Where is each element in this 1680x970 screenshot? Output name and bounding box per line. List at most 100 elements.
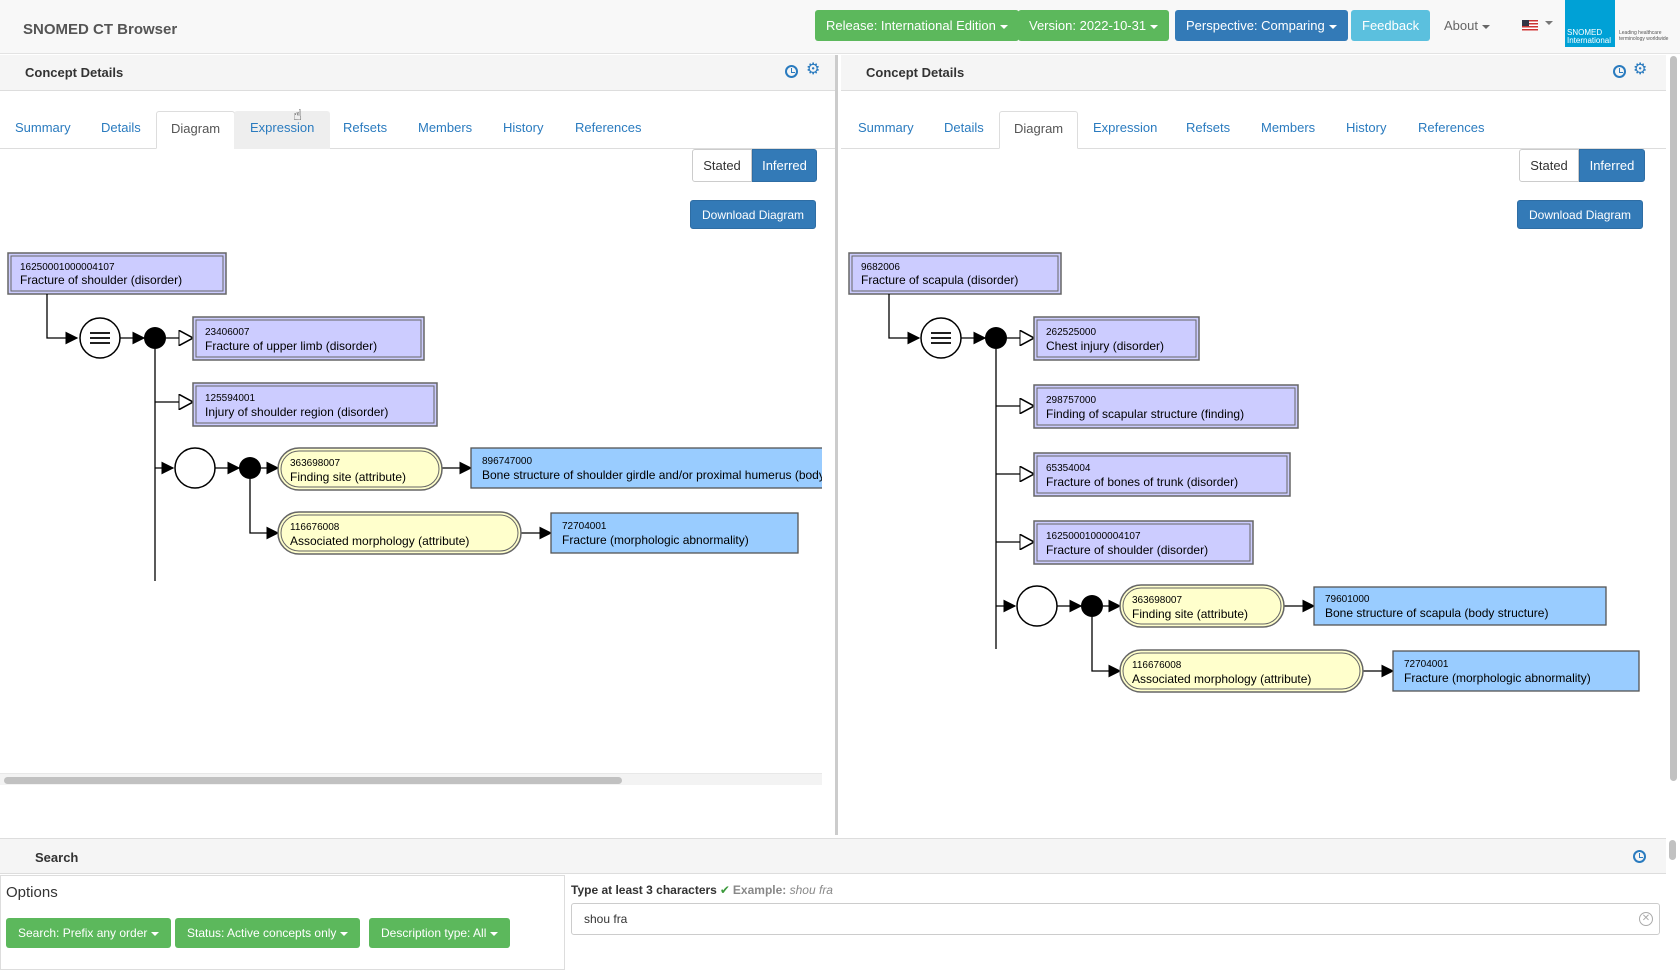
- tab-details[interactable]: Details: [101, 120, 141, 135]
- search-panel-header: Search: [0, 838, 1666, 874]
- status-filter-label: Status: Active concepts only: [187, 926, 337, 940]
- attribute-box[interactable]: 116676008 Associated morphology (attribu…: [1119, 649, 1364, 693]
- chevron-down-icon: [1150, 24, 1159, 29]
- version-label: Version: 2022-10-31: [1029, 18, 1147, 33]
- svg-text:Fracture of shoulder (disorder: Fracture of shoulder (disorder): [1046, 543, 1208, 557]
- svg-text:Chest injury (disorder): Chest injury (disorder): [1046, 339, 1164, 353]
- concept-id: 16250001000004107: [20, 262, 115, 273]
- about-menu[interactable]: About: [1444, 18, 1490, 33]
- attribute-box[interactable]: 116676008 Associated morphology (attribu…: [277, 511, 522, 555]
- top-navbar: SNOMED CT Browser Release: International…: [0, 0, 1680, 54]
- inferred-toggle[interactable]: Inferred: [752, 149, 817, 182]
- svg-text:79601000: 79601000: [1325, 594, 1370, 605]
- tab-history[interactable]: History: [1346, 120, 1387, 135]
- hint-text: Type at least 3 characters: [571, 883, 717, 897]
- vertical-scrollbar[interactable]: [1669, 840, 1676, 860]
- options-title: Options: [6, 884, 58, 901]
- concept-details-panel-left: Concept Details ⚙ Summary Details Diagra…: [0, 55, 838, 835]
- checkmark-icon: ✔: [719, 883, 730, 897]
- attribute-box[interactable]: 363698007 Finding site (attribute): [277, 447, 443, 491]
- chevron-down-icon: [1481, 24, 1490, 29]
- search-mode-dropdown[interactable]: Search: Prefix any order: [6, 918, 172, 948]
- value-concept-box[interactable]: 79601000 Bone structure of scapula (body…: [1313, 586, 1607, 626]
- value-concept-box[interactable]: 896747000 Bone structure of shoulder gir…: [470, 447, 822, 489]
- parent-concept-box[interactable]: 16250001000004107 Fracture of shoulder (…: [1033, 520, 1254, 565]
- release-dropdown[interactable]: Release: International Edition: [815, 10, 1019, 41]
- svg-text:116676008: 116676008: [290, 522, 340, 533]
- version-dropdown[interactable]: Version: 2022-10-31: [1018, 10, 1170, 41]
- tab-refsets[interactable]: Refsets: [343, 120, 388, 135]
- svg-text:16250001000004107: 16250001000004107: [1046, 531, 1141, 542]
- feedback-button[interactable]: Feedback: [1351, 10, 1431, 41]
- tab-details[interactable]: Details: [944, 120, 984, 135]
- svg-text:Finding site (attribute): Finding site (attribute): [1132, 607, 1248, 621]
- concept-term: Fracture of shoulder (disorder): [20, 273, 182, 287]
- concept-diagram: 9682006 Fracture of scapula (disorder) 2…: [848, 252, 1640, 693]
- inferred-toggle[interactable]: Inferred: [1579, 149, 1645, 182]
- search-mode-label: Search: Prefix any order: [18, 926, 148, 940]
- parent-concept-box[interactable]: 262525000 Chest injury (disorder): [1033, 316, 1200, 361]
- svg-text:116676008: 116676008: [1132, 660, 1182, 671]
- gear-icon[interactable]: ⚙: [1633, 61, 1648, 78]
- parent-concept-box[interactable]: 125594001 Injury of shoulder region (dis…: [192, 382, 438, 427]
- panel-title: Concept Details: [866, 65, 965, 80]
- svg-text:Finding of scapular structure: Finding of scapular structure (finding): [1046, 407, 1244, 421]
- us-flag-icon[interactable]: [1522, 20, 1538, 31]
- perspective-dropdown[interactable]: Perspective: Comparing: [1175, 10, 1348, 41]
- search-title: Search: [35, 850, 79, 865]
- status-filter-dropdown[interactable]: Status: Active concepts only: [175, 918, 361, 948]
- stated-toggle[interactable]: Stated: [692, 149, 752, 182]
- stated-toggle[interactable]: Stated: [1519, 149, 1579, 182]
- tab-summary[interactable]: Summary: [15, 120, 71, 135]
- download-diagram-button[interactable]: Download Diagram: [690, 200, 817, 229]
- svg-text:72704001: 72704001: [1404, 659, 1449, 670]
- tab-history[interactable]: History: [503, 120, 544, 135]
- tab-expression[interactable]: Expression: [234, 111, 331, 149]
- chevron-down-icon[interactable]: [1545, 21, 1553, 25]
- focus-concept-box[interactable]: 16250001000004107 Fracture of shoulder (…: [7, 252, 227, 295]
- download-diagram-button[interactable]: Download Diagram: [1517, 200, 1644, 229]
- svg-text:Injury of shoulder region (dis: Injury of shoulder region (disorder): [205, 405, 388, 419]
- concept-diagram: 16250001000004107 Fracture of shoulder (…: [7, 252, 822, 581]
- svg-text:Associated morphology (attribu: Associated morphology (attribute): [290, 534, 469, 548]
- example-label: Example:: [732, 883, 787, 897]
- app-brand[interactable]: SNOMED CT Browser: [23, 21, 178, 38]
- value-concept-box[interactable]: 72704001 Fracture (morphologic abnormali…: [550, 512, 799, 554]
- history-clock-icon[interactable]: [1613, 65, 1626, 78]
- parent-concept-box[interactable]: 65354004 Fracture of bones of trunk (dis…: [1033, 452, 1291, 497]
- tab-references[interactable]: References: [575, 120, 642, 135]
- svg-text:Fracture of upper limb (disord: Fracture of upper limb (disorder): [205, 339, 377, 353]
- value-concept-box[interactable]: 72704001 Fracture (morphologic abnormali…: [1392, 650, 1640, 692]
- attribute-group-icon: [1016, 585, 1058, 627]
- description-type-dropdown[interactable]: Description type: All: [369, 918, 511, 948]
- history-clock-icon[interactable]: [1633, 850, 1646, 863]
- svg-text:Bone structure of shoulder gir: Bone structure of shoulder girdle and/or…: [482, 468, 822, 482]
- search-hint: Type at least 3 characters✔Example: shou…: [571, 883, 833, 897]
- parent-concept-box[interactable]: 298757000 Finding of scapular structure …: [1033, 384, 1299, 429]
- svg-text:363698007: 363698007: [1132, 595, 1182, 606]
- svg-text:262525000: 262525000: [1046, 327, 1096, 338]
- parent-concept-box[interactable]: 23406007 Fracture of upper limb (disorde…: [192, 316, 425, 361]
- snomed-logo: SNOMED International: [1565, 0, 1615, 47]
- chevron-down-icon: [1328, 24, 1337, 29]
- focus-concept-box[interactable]: 9682006 Fracture of scapula (disorder): [848, 252, 1062, 295]
- search-input[interactable]: [571, 903, 1660, 935]
- tab-diagram[interactable]: Diagram: [999, 111, 1079, 149]
- tab-members[interactable]: Members: [418, 120, 473, 135]
- tab-expression[interactable]: Expression: [1093, 120, 1158, 135]
- history-clock-icon[interactable]: [785, 65, 798, 78]
- svg-text:Fracture (morphologic abnormal: Fracture (morphologic abnormality): [562, 533, 749, 547]
- horizontal-scroll-thumb[interactable]: [4, 777, 622, 784]
- attribute-box[interactable]: 363698007 Finding site (attribute): [1119, 584, 1285, 628]
- tab-refsets[interactable]: Refsets: [1186, 120, 1231, 135]
- hand-pointer-icon: ☝: [293, 107, 303, 124]
- tab-members[interactable]: Members: [1261, 120, 1316, 135]
- clear-search-icon[interactable]: ✕: [1639, 912, 1653, 926]
- vertical-scrollbar[interactable]: [1670, 56, 1677, 781]
- tab-diagram[interactable]: Diagram: [156, 111, 236, 149]
- svg-text:23406007: 23406007: [205, 327, 250, 338]
- tab-references[interactable]: References: [1418, 120, 1485, 135]
- tab-divider: [0, 148, 835, 149]
- gear-icon[interactable]: ⚙: [806, 61, 821, 78]
- tab-summary[interactable]: Summary: [858, 120, 914, 135]
